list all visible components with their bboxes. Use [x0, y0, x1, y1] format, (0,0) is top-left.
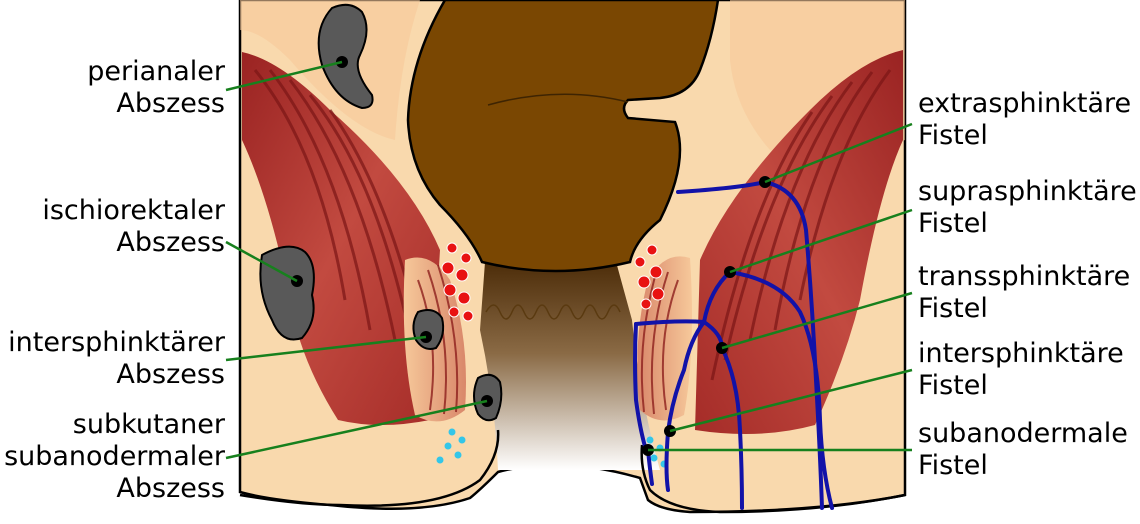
label-line: ischiorektaler — [42, 195, 225, 226]
rectum — [406, 0, 720, 273]
label-intersphincteric-abscess: intersphinktärer Abszess — [8, 327, 225, 391]
rectal-fold — [487, 93, 629, 106]
label-line: intersphinktärer — [8, 327, 225, 358]
label-perianal-abscess: perianaler Abszess — [87, 56, 225, 120]
label-line: subanodermaler — [4, 441, 225, 472]
label-ischiorectal-abscess: ischiorektaler Abszess — [42, 195, 225, 259]
levator-stripes-left — [253, 69, 432, 381]
abscess-ischiorectal — [259, 245, 315, 341]
levator-stripes-right — [710, 69, 892, 381]
abscess-perianal — [317, 3, 374, 110]
label-suprasphincteric-fistula: suprasphinktäre Fistel — [918, 176, 1137, 240]
label-line: Fistel — [918, 293, 988, 324]
label-line: subkutaner — [72, 409, 225, 440]
label-line: Abszess — [116, 473, 225, 504]
label-line: perianaler — [87, 56, 225, 87]
label-subanodermal-fistula: subanodermale Fistel — [918, 418, 1128, 482]
label-line: Abszess — [116, 359, 225, 390]
label-line: subanodermale — [918, 418, 1128, 449]
leader-lines — [225, 60, 913, 460]
label-line: intersphinktäre — [918, 338, 1124, 369]
anal-canal — [480, 258, 660, 470]
glands-right — [634, 244, 665, 310]
dentate-line — [485, 304, 621, 320]
label-line: extrasphinktäre — [918, 88, 1132, 119]
label-line: Fistel — [918, 208, 988, 239]
label-transsphincteric-fistula: transsphinktäre Fistel — [918, 261, 1130, 325]
levator-muscle-right — [695, 50, 903, 434]
levator-muscle-left — [242, 52, 440, 425]
label-line: transsphinktäre — [918, 261, 1131, 292]
label-line: Abszess — [116, 88, 225, 119]
label-line: suprasphinktäre — [918, 176, 1137, 207]
glands-blue — [436, 428, 668, 468]
label-line: Fistel — [918, 120, 988, 151]
label-line: Fistel — [918, 450, 988, 481]
label-intersphincteric-fistula: intersphinktäre Fistel — [918, 338, 1124, 402]
label-line: Fistel — [918, 370, 988, 401]
abscess-intersphincteric — [412, 309, 445, 350]
sphincter-stripes-right — [640, 265, 679, 415]
label-subcutaneous-abscess: subkutaner subanodermaler Abszess — [4, 409, 225, 505]
glands-left — [441, 242, 474, 322]
label-line: Abszess — [116, 227, 225, 258]
label-extrasphincteric-fistula: extrasphinktäre Fistel — [918, 88, 1131, 152]
fistula-intersphincteric — [633, 320, 706, 492]
perineum-outline — [239, 429, 906, 514]
